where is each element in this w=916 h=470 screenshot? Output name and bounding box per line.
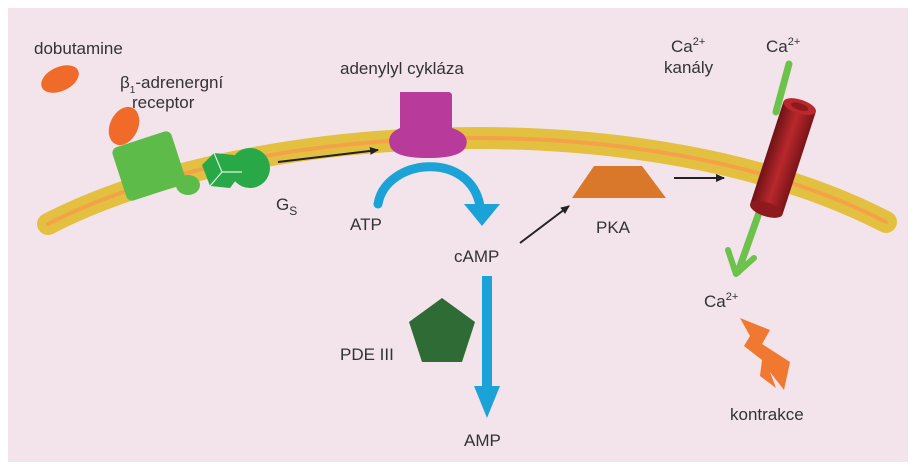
beta-symbol: β bbox=[120, 73, 130, 92]
dobutamine-label: dobutamine bbox=[34, 39, 123, 58]
receptor-label-line2: receptor bbox=[132, 93, 195, 112]
gs-protein-group: GS bbox=[202, 148, 297, 218]
calcium-arrowhead-icon bbox=[725, 247, 757, 277]
receptor-label-line1: β1-adrenergní bbox=[120, 73, 224, 96]
dobutamine-icon bbox=[41, 65, 79, 93]
contraction-label: kontrakce bbox=[730, 405, 804, 424]
gs-subunit-circle-icon bbox=[230, 148, 270, 188]
receptor-tail-icon bbox=[176, 175, 200, 195]
dobutamine-group: dobutamine bbox=[34, 39, 123, 93]
calcium-channel-group: Ca2+ kanály Ca2+ Ca2+ bbox=[664, 36, 816, 311]
pka-group: PKA bbox=[572, 166, 666, 237]
cycle-arrowhead-icon bbox=[464, 204, 500, 226]
ca-channel-label-line1: Ca2+ bbox=[671, 36, 705, 56]
adenylyl-cyclase-group: adenylyl cykláza bbox=[340, 59, 467, 158]
amp-arrowhead-icon bbox=[474, 386, 500, 418]
contraction-group: kontrakce bbox=[730, 318, 804, 424]
camp-label: cAMP bbox=[454, 247, 499, 266]
pde3-label: PDE III bbox=[340, 345, 394, 364]
beta1-receptor-group: β1-adrenergní receptor bbox=[108, 73, 224, 201]
ca-channel-label-line2: kanály bbox=[664, 58, 714, 77]
amp-arrow-shaft bbox=[482, 276, 492, 392]
pde3-icon bbox=[409, 298, 475, 362]
pka-label: PKA bbox=[596, 218, 631, 237]
ca-top-label: Ca2+ bbox=[766, 36, 800, 56]
gs-to-cyclase-arrow bbox=[277, 146, 379, 163]
beta-subscript: 1 bbox=[130, 85, 136, 96]
diagram-background bbox=[8, 8, 908, 462]
camp-to-amp-arrow: AMP bbox=[464, 276, 501, 450]
bound-dobutamine-icon bbox=[108, 106, 140, 146]
adenylyl-cyclase-label: adenylyl cykláza bbox=[340, 59, 464, 78]
amp-label: AMP bbox=[464, 431, 501, 450]
atp-camp-cycle: ATP cAMP bbox=[350, 162, 500, 266]
atp-label: ATP bbox=[350, 215, 382, 234]
calcium-influx-line bbox=[772, 60, 793, 116]
receptor-word: -adrenergní bbox=[135, 73, 223, 92]
camp-to-pka-arrow bbox=[519, 205, 570, 244]
pde3-group: PDE III bbox=[340, 298, 475, 364]
calcium-influx-arrow bbox=[734, 206, 764, 276]
atp-to-camp-arrow bbox=[373, 162, 485, 211]
lightning-bolt-icon bbox=[740, 318, 790, 390]
pka-icon bbox=[572, 166, 666, 198]
adenylyl-cyclase-icon bbox=[389, 92, 467, 158]
gs-label: GS bbox=[276, 195, 297, 218]
ca-bottom-label: Ca2+ bbox=[704, 291, 738, 311]
beta1-receptor-icon bbox=[112, 131, 186, 201]
calcium-channel-icon bbox=[750, 98, 816, 218]
